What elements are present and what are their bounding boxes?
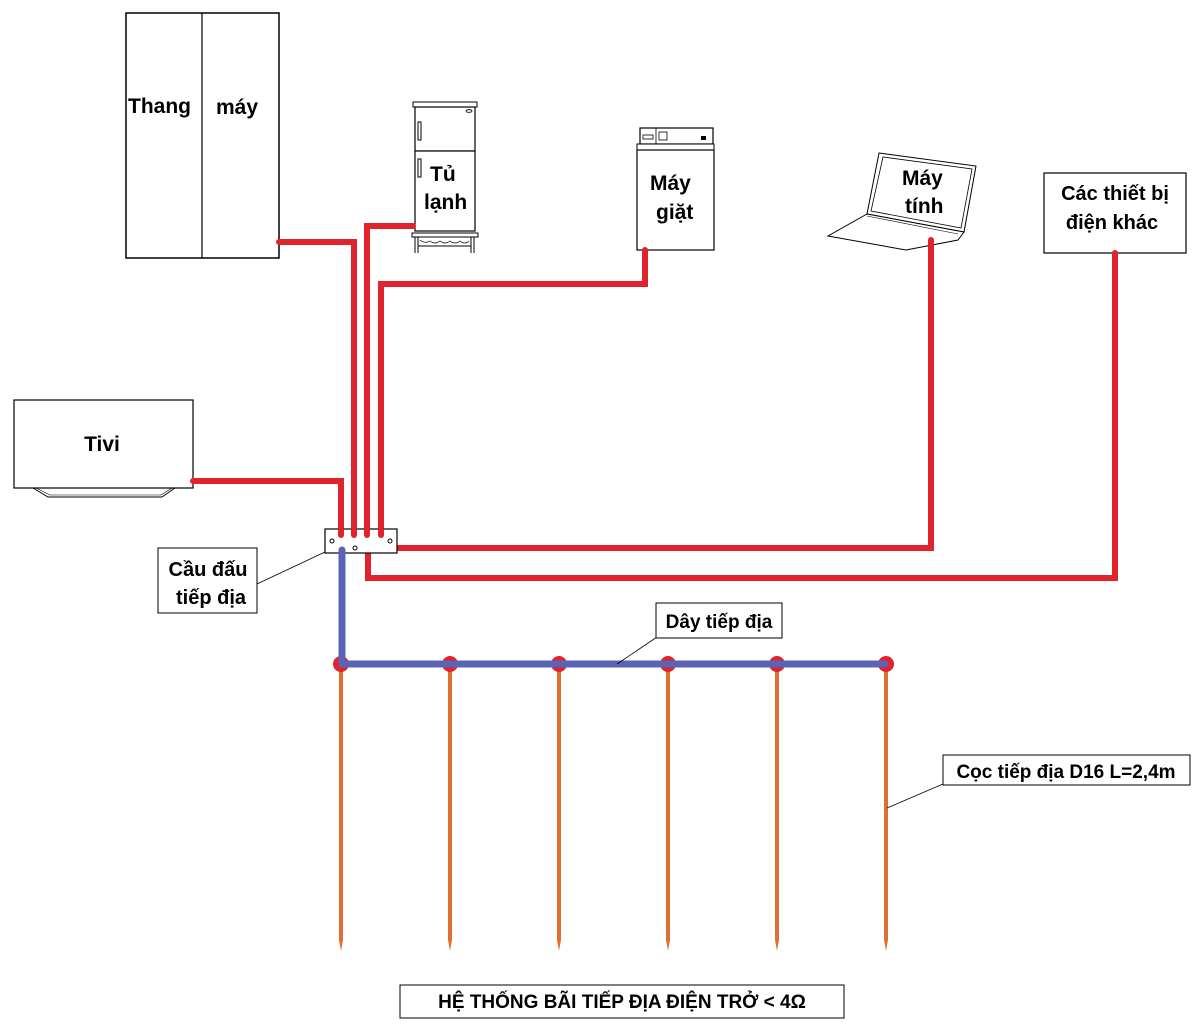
terminal-screw [352,545,358,551]
title-box [399,984,845,1019]
elevator-label-left: Thang [128,95,191,118]
ground-wire [338,546,889,668]
refrigerator-icon [411,101,479,253]
tv-icon [13,399,194,498]
refrigerator-label-line2: lạnh [424,191,467,214]
ground-rod-tip [775,940,779,951]
wire-washing-machine [378,247,648,540]
ground-rod-tip [666,940,670,951]
other-devices: Các thiết bị điện khác [1043,172,1187,254]
leader-line [616,636,658,665]
leader-line [256,551,326,585]
wire-laptop [380,237,934,551]
other-devices-label-line2: điện khác [1066,212,1158,234]
tv: Tivi [13,399,194,498]
rod-callout: Cọc tiếp địa D16 L=2,4m [886,754,1191,809]
washing-machine: Máy giặt [636,127,715,251]
washing-machine-label-line2: giặt [656,201,693,224]
ground-wire-callout: Dây tiếp địa [616,602,783,665]
terminal-block-body [324,528,398,554]
title-text: HỆ THỐNG BÃI TIẾP ĐỊA ĐIỆN TRỞ < 4Ω [438,991,806,1013]
other-devices-label-line1: Các thiết bị [1061,183,1169,205]
wire-tv [190,478,344,540]
callout-box [157,547,258,614]
leader-line [886,783,944,809]
device-box-icon [1043,172,1187,254]
refrigerator-label-line1: Tủ [430,163,456,186]
laptop-label-line1: Máy [902,167,943,190]
wire-refrigerator [364,223,416,540]
washing-machine-icon [636,127,715,251]
laptop-label-line2: tính [905,195,943,218]
elevator-label-right: máy [216,96,258,119]
ground-rods [333,656,894,951]
elevator: Thang máy [125,12,280,259]
washing-machine-label-line1: Máy [650,172,691,195]
ground-rod-tip [339,940,343,951]
terminal-screw [329,538,335,544]
terminal-callout: Cầu đấu tiếp địa [157,547,326,614]
ground-rod-tip [557,940,561,951]
grounding-terminal-block[interactable] [324,527,398,554]
system-title: HỆ THỐNG BÃI TIẾP ĐỊA ĐIỆN TRỞ < 4Ω [399,984,845,1019]
rod-callout-label: Cọc tiếp địa D16 L=2,4m [956,762,1175,783]
wire-other-devices [365,250,1118,581]
terminal-screw [387,538,393,544]
device-ground-wires [190,223,1118,581]
laptop: Máy tính [826,152,977,251]
wire-elevator [276,239,357,540]
callout-box [655,602,783,639]
refrigerator: Tủ lạnh [411,101,479,253]
ground-rod-tip [884,940,888,951]
ground-rod-tip [448,940,452,951]
terminal-callout-line2: tiếp địa [176,587,247,609]
ground-wire-callout-label: Dây tiếp địa [666,612,773,633]
tv-label: Tivi [84,433,120,456]
terminal-callout-line1: Cầu đấu [169,559,248,581]
callout-box [942,754,1191,786]
